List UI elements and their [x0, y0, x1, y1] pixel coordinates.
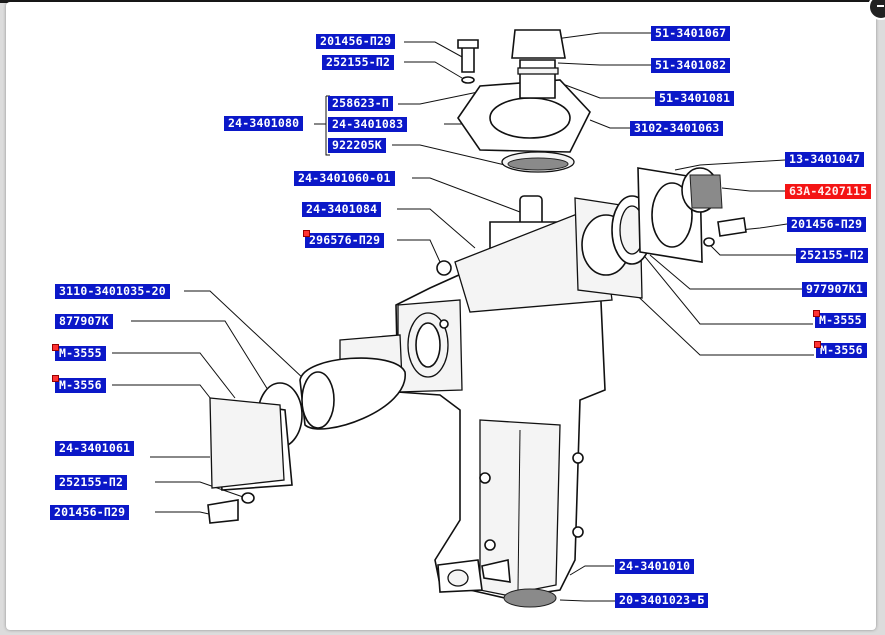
label-877907k: 877907К — [55, 314, 113, 329]
label-3102-3401063: 3102-3401063 — [630, 121, 724, 136]
label-m-3555-left: М-3555 — [55, 346, 106, 361]
label-24-3401061: 24-3401061 — [55, 441, 135, 456]
label-258623-p: 258623-П — [328, 96, 393, 111]
label-24-3401084: 24-3401084 — [302, 202, 382, 217]
label-296576-p29: 296576-П29 — [305, 233, 385, 248]
label-24-3401083: 24-3401083 — [328, 117, 408, 132]
side-cover-left — [207, 334, 406, 524]
top-cover — [457, 29, 591, 173]
label-3110-3401035-20: 3110-3401035-20 — [55, 284, 170, 299]
label-washer-252155-p2-right: 252155-П2 — [796, 248, 869, 263]
label-bolt-201456-p29-left: 201456-П29 — [50, 505, 130, 520]
label-24-3401010: 24-3401010 — [615, 559, 695, 574]
close-icon[interactable] — [868, 0, 885, 20]
leader-lines — [112, 32, 814, 602]
label-m-3556-right: М-3556 — [816, 343, 867, 358]
label-bolt-201456-p29-right: 201456-П29 — [787, 217, 867, 232]
highlight-marker — [52, 375, 59, 382]
sector-tower — [436, 195, 613, 313]
highlight-marker — [814, 341, 821, 348]
label-m-3556-left: М-3556 — [55, 378, 106, 393]
highlight-marker — [303, 230, 310, 237]
label-m-3555-right: М-3555 — [815, 313, 866, 328]
label-24-3401060-01: 24-3401060-01 — [294, 171, 395, 186]
label-51-3401081: 51-3401081 — [655, 91, 735, 106]
gear-housing — [395, 269, 606, 608]
label-13-3401047: 13-3401047 — [785, 152, 865, 167]
label-63a-4207115-highlighted: 63А-4207115 — [785, 184, 872, 199]
label-washer-252155-p2-top: 252155-П2 — [322, 55, 395, 70]
label-24-3401080: 24-3401080 — [224, 116, 304, 131]
highlight-marker — [52, 344, 59, 351]
label-20-3401023-b: 20-3401023-Б — [615, 593, 709, 608]
label-washer-252155-p2-left: 252155-П2 — [55, 475, 128, 490]
label-51-3401082: 51-3401082 — [651, 58, 731, 73]
label-51-3401067: 51-3401067 — [651, 26, 731, 41]
label-bolt-201456-p29-top: 201456-П29 — [316, 34, 396, 49]
label-977907k1: 977907К1 — [802, 282, 867, 297]
highlight-marker — [813, 310, 820, 317]
window-top-strip — [0, 0, 885, 3]
label-922205k: 922205К — [328, 138, 386, 153]
side-cover-right — [574, 167, 747, 299]
